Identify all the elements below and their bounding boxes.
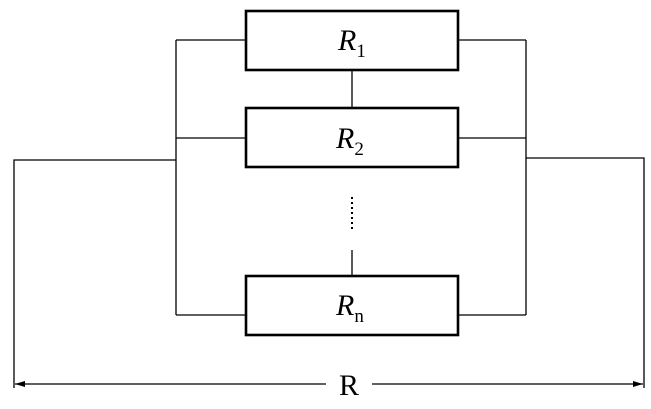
resistor-label: R2 [335,122,364,160]
outer-right-lead [526,157,645,388]
resistor-r1: R1 [244,9,460,72]
resistor-label: Rn [335,289,364,327]
total-resistance-label: R [339,369,359,402]
resistor-body [244,106,460,169]
resistor-r2: R2 [244,106,460,169]
wires [13,39,645,388]
resistor-body [244,9,460,72]
outer-left-lead [13,159,176,388]
resistor-label: R1 [337,24,366,62]
resistor-body [244,274,460,337]
resistor-rn: Rn [244,274,460,337]
